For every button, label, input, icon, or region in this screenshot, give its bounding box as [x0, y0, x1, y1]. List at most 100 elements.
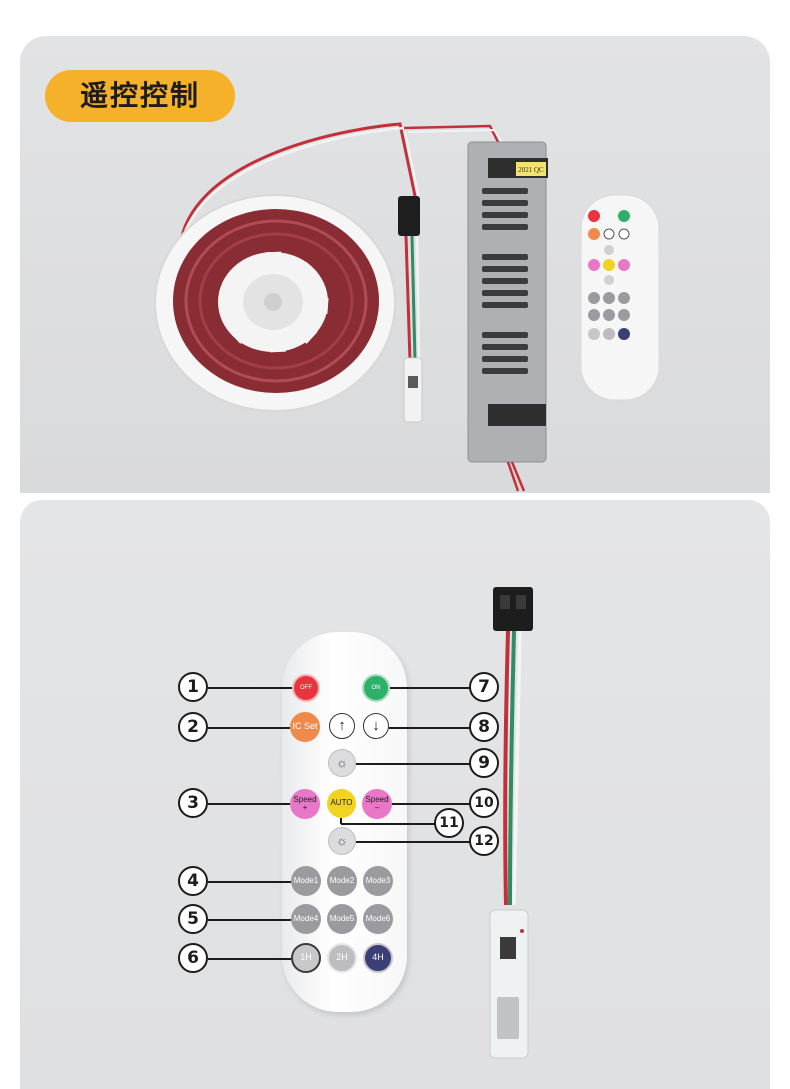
controller-chip — [408, 376, 418, 388]
power-supply-terminals-bottom — [488, 404, 546, 426]
callout-2: 2 — [178, 712, 208, 742]
supply-wire-red — [403, 124, 502, 147]
strip-wire-red — [178, 122, 417, 247]
small-remote-1h — [588, 328, 600, 340]
off-button[interactable]: OFF — [292, 674, 320, 702]
small-remote-down — [618, 228, 630, 240]
speed-plus-label: Speed+ — [293, 794, 317, 813]
power-supply-sticker — [516, 162, 546, 176]
controller-module — [403, 357, 423, 423]
callout-line-5 — [208, 919, 291, 921]
callout-11: 11 — [434, 808, 464, 838]
small-remote-up — [603, 228, 615, 240]
mode2-button[interactable]: Mode2 — [327, 866, 357, 896]
speed-minus-label: Speed– — [365, 794, 389, 813]
small-remote-speed-plus — [588, 259, 600, 271]
jst-connector — [493, 587, 533, 631]
small-remote-ic-set — [588, 228, 600, 240]
mode3-label: Mode3 — [365, 875, 391, 885]
mode1-label: Mode1 — [293, 875, 319, 885]
reel-strip-coil-ring — [184, 219, 368, 383]
wire-red — [503, 630, 510, 906]
speed-minus-text: Speed — [365, 794, 389, 804]
controller-wire-red — [404, 235, 412, 362]
wire-white — [512, 630, 522, 906]
callout-line-6 — [208, 958, 291, 960]
power-supply-sticker-text: 2021 QC — [518, 166, 544, 174]
ic-set-button[interactable]: IC Set — [290, 712, 320, 742]
small-remote-modes — [588, 292, 630, 321]
brightness-down-icon: ☼ — [336, 833, 348, 849]
small-remote-auto — [603, 259, 615, 271]
small-remote-2h — [603, 328, 615, 340]
timer-1h-label: 1H — [300, 952, 312, 963]
small-remote-bright-down — [604, 275, 614, 285]
timer-4h-label: 4H — [372, 952, 384, 963]
mode1-button[interactable]: Mode1 — [291, 866, 321, 896]
arrow-down-button[interactable]: ↓ — [363, 713, 389, 739]
callout-line-9 — [356, 763, 470, 765]
jst-connector-slot-left — [500, 595, 510, 609]
ic-set-button-label: IC Set — [292, 721, 318, 732]
controller-wire-white — [415, 235, 421, 362]
speed-plus-sign: + — [302, 803, 308, 812]
auto-button[interactable]: AUTO — [327, 789, 356, 818]
callout-5: 5 — [178, 904, 208, 934]
callout-1: 1 — [178, 672, 208, 702]
small-remote-speed-minus — [618, 259, 630, 271]
callout-line-7 — [390, 687, 470, 689]
speed-plus-button[interactable]: Speed+ — [290, 789, 320, 819]
on-button-label: ON — [371, 684, 381, 691]
mode6-label: Mode6 — [365, 913, 391, 923]
wire-green — [508, 630, 516, 906]
brightness-up-icon: ☼ — [336, 755, 348, 771]
callout-line-1 — [208, 687, 292, 689]
product-photo-panel: 遥控控制 — [20, 36, 770, 493]
auto-button-label: AUTO — [330, 798, 353, 808]
controller-board-chip — [500, 937, 516, 959]
section-title: 遥控控制 — [45, 70, 235, 122]
arrow-down-icon: ↓ — [372, 717, 380, 735]
mode3-button[interactable]: Mode3 — [363, 866, 393, 896]
callout-line-4 — [208, 881, 291, 883]
controller-board-receiver — [497, 997, 519, 1039]
power-supply-vents — [482, 188, 528, 374]
mode6-button[interactable]: Mode6 — [363, 904, 393, 934]
arrow-up-button[interactable]: ↑ — [329, 713, 355, 739]
mode2-label: Mode2 — [329, 875, 355, 885]
callout-line-12 — [356, 841, 470, 843]
on-button[interactable]: ON — [362, 674, 390, 702]
callout-7: 7 — [469, 672, 499, 702]
controller-wire-green — [410, 235, 417, 362]
strip-connector — [398, 196, 420, 236]
callout-3: 3 — [178, 788, 208, 818]
brightness-up-button[interactable]: ☼ — [328, 749, 356, 777]
reel-strip-coil-ring-inner — [198, 232, 354, 370]
controller-board-led — [520, 929, 524, 933]
callout-line-11-tick — [340, 818, 342, 824]
callout-8: 8 — [469, 712, 499, 742]
mode4-button[interactable]: Mode4 — [291, 904, 321, 934]
mode5-button[interactable]: Mode5 — [327, 904, 357, 934]
speed-minus-sign: – — [374, 803, 380, 812]
timer-4h-button[interactable]: 4H — [363, 943, 393, 973]
callout-line-10 — [392, 803, 470, 805]
mode4-label: Mode4 — [293, 913, 319, 923]
brightness-down-button[interactable]: ☼ — [328, 827, 356, 855]
small-remote-4h — [618, 328, 630, 340]
callout-12: 12 — [469, 826, 499, 856]
timer-1h-button[interactable]: 1H — [291, 943, 321, 973]
reel-axle — [264, 293, 282, 311]
callout-9: 9 — [469, 748, 499, 778]
callout-line-8 — [389, 727, 470, 729]
speed-plus-text: Speed — [293, 794, 317, 804]
controller-illustration — [489, 587, 533, 1059]
timer-2h-button[interactable]: 2H — [327, 943, 357, 973]
small-remote-off — [588, 210, 600, 222]
callout-line-3 — [208, 803, 290, 805]
off-button-label: OFF — [300, 684, 312, 691]
callout-line-2 — [208, 727, 290, 729]
product-photo-illustration: 2021 QC — [154, 122, 660, 492]
timer-2h-label: 2H — [336, 952, 348, 963]
speed-minus-button[interactable]: Speed– — [362, 789, 392, 819]
